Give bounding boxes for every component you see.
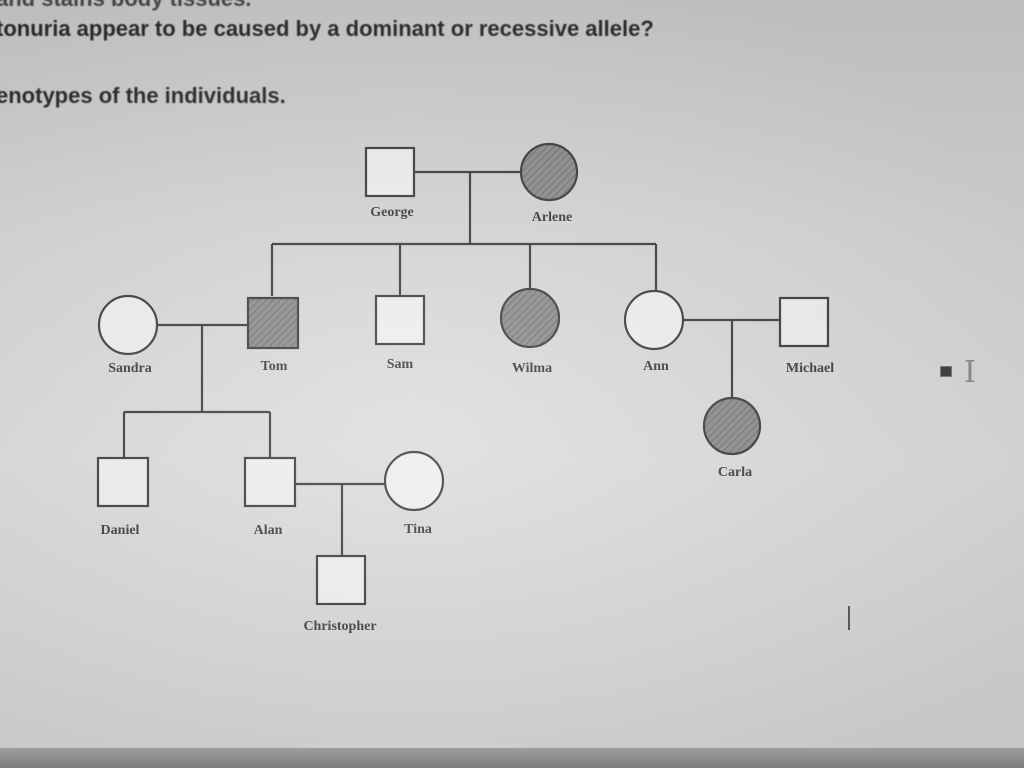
label-carla: Carla (718, 465, 752, 480)
male-symbol-alan (243, 456, 297, 508)
female-symbol-arlene-affected (519, 142, 579, 202)
relationship-lines (122, 170, 780, 556)
i-beam-cursor-icon: I (964, 355, 976, 390)
label-alan: Alan (254, 523, 283, 538)
male-symbol-sam (374, 294, 426, 346)
pedigree-symbols (96, 142, 830, 606)
question-line-prev: and stains body tissues. (0, 0, 252, 12)
female-symbol-ann (623, 289, 685, 351)
pedigree-labels: George Arlene Sandra Tom Sam Wilma Ann M… (101, 205, 835, 634)
female-symbol-carla-affected (702, 396, 762, 456)
male-symbol-tom-affected (246, 296, 300, 350)
label-tina: Tina (404, 522, 432, 537)
label-tom: Tom (261, 359, 288, 374)
label-daniel: Daniel (101, 523, 140, 538)
question-dominant-recessive: tonuria appear to be caused by a dominan… (0, 16, 654, 41)
male-symbol-michael (778, 296, 830, 348)
label-sam: Sam (387, 357, 414, 372)
male-symbol-christopher (315, 554, 367, 606)
question-genotypes: enotypes of the individuals. (0, 83, 286, 108)
label-george: George (370, 205, 414, 220)
male-symbol-daniel (96, 456, 150, 508)
label-christopher: Christopher (303, 619, 376, 634)
female-symbol-sandra (97, 294, 159, 356)
label-wilma: Wilma (512, 361, 552, 376)
label-ann: Ann (643, 359, 669, 374)
female-symbol-tina (383, 450, 445, 512)
screen-bottom-bezel (0, 748, 1024, 768)
label-sandra: Sandra (108, 361, 152, 376)
selection-handle[interactable] (940, 366, 952, 377)
female-symbol-wilma-affected (499, 287, 561, 349)
male-symbol-george (364, 146, 416, 198)
label-arlene: Arlene (532, 210, 572, 225)
text-caret (848, 606, 850, 630)
label-michael: Michael (786, 361, 834, 376)
